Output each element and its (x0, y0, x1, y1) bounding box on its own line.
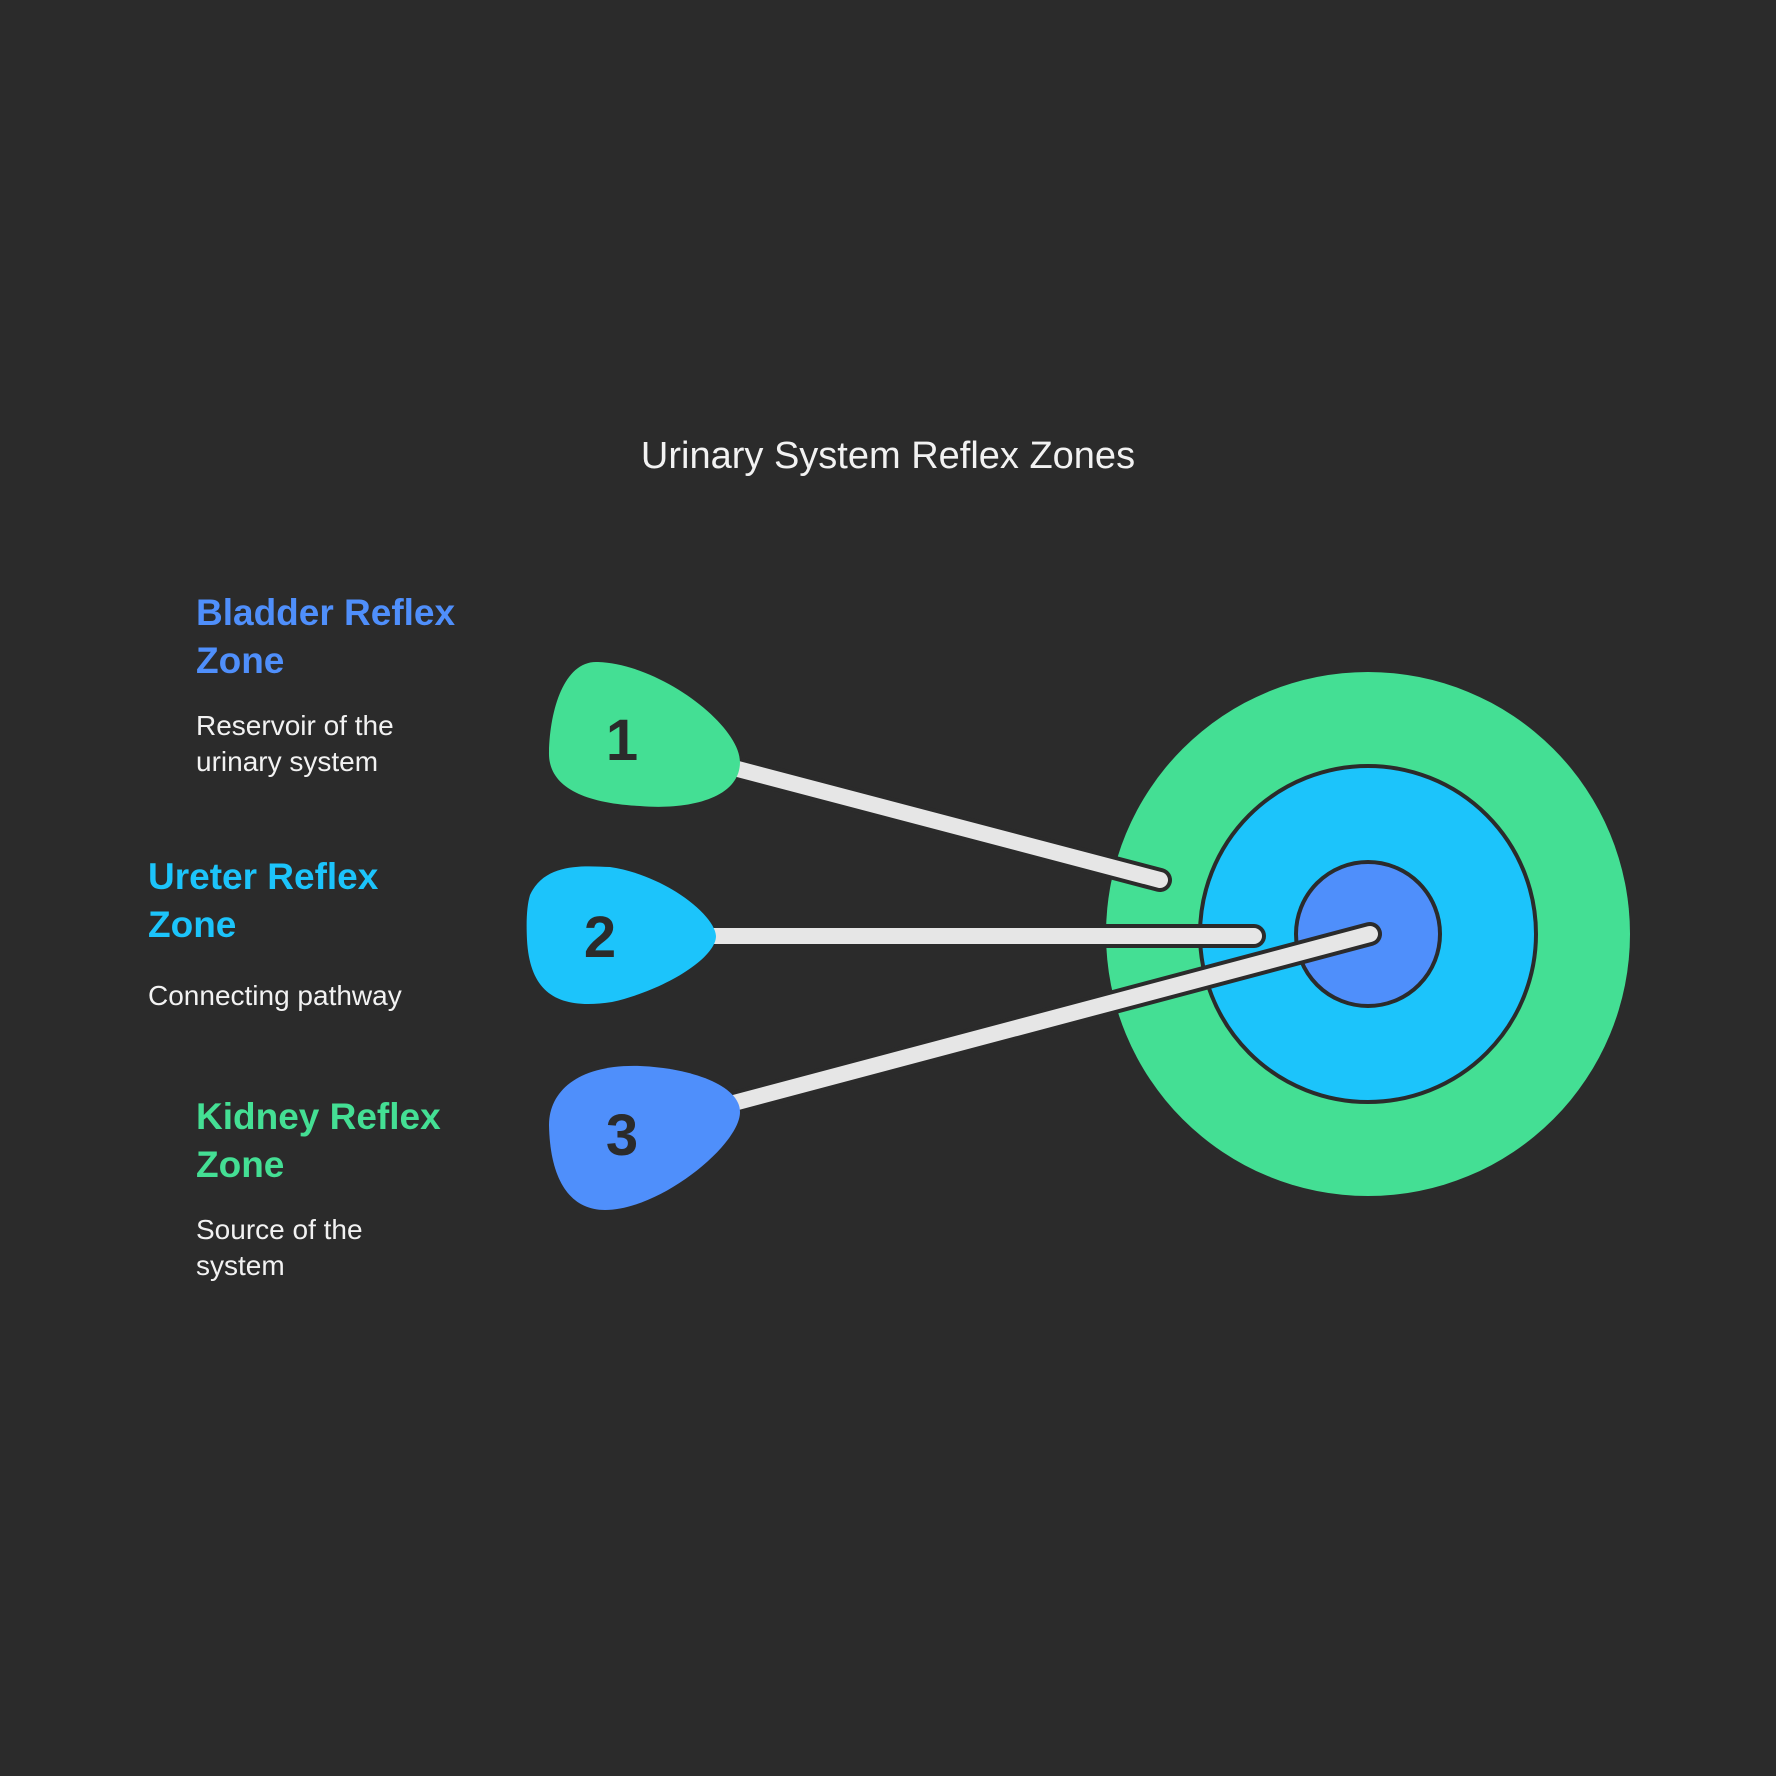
badge-2: 2 (526, 866, 716, 1005)
zone-2-description: Connecting pathway (148, 980, 402, 1011)
zone-2-heading-line2: Zone (148, 904, 236, 945)
badge-1-number: 1 (606, 708, 638, 773)
zone-3-description: Source of the system (196, 1214, 370, 1281)
zone-3-heading-line1: Kidney Reflex (196, 1096, 441, 1137)
zone-1-heading-line2: Zone (196, 640, 284, 681)
zone-1-desc-line2: urinary system (196, 746, 378, 777)
zone-label-2: Ureter Reflex Zone Connecting pathway (148, 856, 402, 1011)
badge-1: 1 (548, 661, 740, 807)
zone-label-3: Kidney Reflex Zone Source of the system (196, 1096, 451, 1281)
zone-1-heading: Bladder Reflex Zone (196, 592, 465, 681)
diagram-title: Urinary System Reflex Zones (641, 435, 1135, 477)
zone-1-description: Reservoir of the urinary system (196, 710, 401, 777)
arrow-shafts (693, 751, 1382, 1120)
zone-1-desc-line1: Reservoir of the (196, 710, 394, 741)
zone-3-heading: Kidney Reflex Zone (196, 1096, 451, 1185)
badge-3-shape (549, 1065, 740, 1210)
badge-2-shape (526, 866, 716, 1005)
badge-3-number: 3 (606, 1103, 638, 1168)
arrow-3-shaft (707, 926, 1378, 1116)
arrow-1-shaft (707, 755, 1168, 888)
zone-3-desc-line2: system (196, 1250, 285, 1281)
badge-1-shape (548, 661, 740, 807)
zone-2-heading-line1: Ureter Reflex (148, 856, 379, 897)
zone-label-1: Bladder Reflex Zone Reservoir of the uri… (196, 592, 465, 777)
zone-1-heading-line1: Bladder Reflex (196, 592, 456, 633)
zone-2-desc-line1: Connecting pathway (148, 980, 402, 1011)
badge-2-number: 2 (584, 905, 616, 970)
zone-3-heading-line2: Zone (196, 1144, 284, 1185)
badge-3: 3 (549, 1065, 740, 1210)
zone-3-desc-line1: Source of the (196, 1214, 363, 1245)
zone-2-heading: Ureter Reflex Zone (148, 856, 389, 945)
